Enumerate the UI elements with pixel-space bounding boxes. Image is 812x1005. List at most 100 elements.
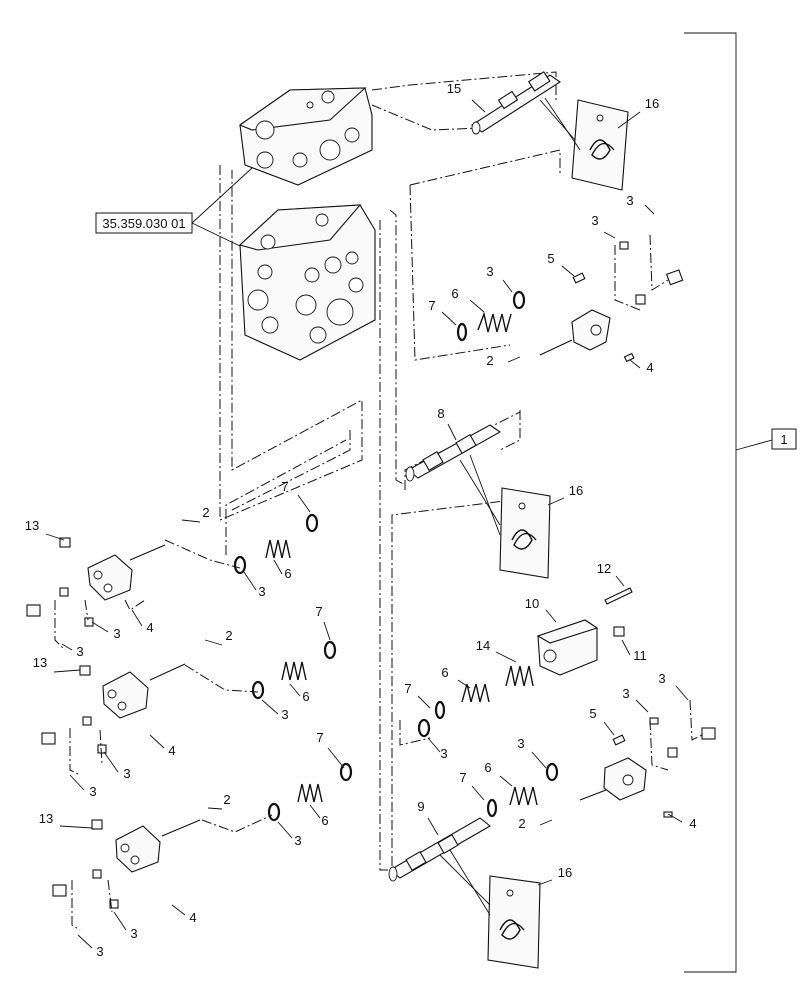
callout-7: 7 [281,479,311,513]
assembly-callout: 1 [780,432,787,447]
callout-label: 3 [626,193,633,208]
spring-top [456,290,526,342]
callout-leader [261,699,279,715]
callout-9: 9 [417,799,439,836]
callout-leader [447,423,457,441]
callout-label: 3 [517,736,524,751]
callout-6: 6 [441,665,471,689]
callout-label: 2 [486,353,493,368]
callout-3: 3 [261,699,289,722]
callout-label: 3 [658,671,665,686]
callout-3: 3 [91,621,121,641]
callout-4: 4 [149,734,176,758]
spool-9 [388,817,491,882]
valve-body-lower [238,204,376,361]
callout-10: 10 [525,596,557,623]
callout-label: 6 [441,665,448,680]
callout-leader [427,737,441,753]
callout-leader [617,111,641,129]
callout-leader [457,679,471,689]
callout-label: 7 [315,604,322,619]
callout-leader [181,519,201,523]
callout-16: 16 [537,865,572,886]
callout-2: 2 [207,792,231,810]
valve-body-upper [238,87,373,186]
callout-label: 4 [189,910,196,925]
callout-leader [309,804,321,819]
callout-12: 12 [597,561,625,587]
callout-leader [603,721,615,736]
callout-leader [547,497,565,506]
callout-label: 15 [447,81,461,96]
callout-7: 7 [316,730,345,769]
callout-leader [675,685,689,701]
callout-leader [561,265,575,277]
callout-4: 4 [667,813,697,831]
callout-label: 6 [451,286,458,301]
callout-label: 6 [484,760,491,775]
callout-3: 3 [622,686,649,713]
callout-label: 4 [168,743,175,758]
callout-leader [91,621,109,633]
callout-label: 3 [113,626,120,641]
callout-leader [629,359,641,369]
callout-4: 4 [171,904,197,925]
callout-label: 4 [646,360,653,375]
callout-3: 3 [243,571,266,599]
callout-label: 2 [225,628,232,643]
actuator-group-1 [26,513,319,627]
callout-label: 7 [316,730,323,745]
reference-code: 35.359.030 01 [102,216,185,231]
callout-3: 3 [113,911,138,941]
callout-label: 3 [281,707,288,722]
callout-label: 4 [689,816,696,831]
callout-3: 3 [517,736,547,769]
callout-leader [297,494,311,513]
callout-label: 6 [321,813,328,828]
callout-label: 3 [89,784,96,799]
callout-16: 16 [617,96,659,129]
callout-label: 7 [428,298,435,313]
callout-label: 11 [633,648,647,663]
callout-3: 3 [77,934,104,959]
reference-code-callout: 35.359.030 01 [95,167,253,247]
spring-group-middle [417,665,534,738]
solenoid-10 [536,587,633,676]
callout-leader [103,751,119,773]
callout-8: 8 [437,406,457,441]
callout-leader [667,813,683,823]
spool-8 [405,424,502,482]
callout-6: 6 [484,760,513,787]
callout-leader [289,683,301,697]
callout-label: 10 [525,596,539,611]
assembly-lines [219,71,561,871]
callout-leader [113,911,127,931]
callout-label: 16 [558,865,572,880]
callout-label: 3 [123,766,130,781]
callout-leader [471,99,486,113]
callout-leader [323,621,331,641]
callout-label: 6 [302,689,309,704]
callout-label: 4 [146,620,153,635]
callout-leader [273,559,283,575]
end-cap-top [539,241,684,363]
callout-3: 3 [591,213,616,239]
callout-leader [69,774,85,791]
end-cap-lower-right [579,717,716,818]
callout-4: 4 [131,609,154,635]
callout-leader [507,356,521,363]
callout-label: 2 [223,792,230,807]
callout-leader [149,734,165,749]
callout-7: 7 [404,681,431,709]
callout-leader [621,639,631,656]
callout-2: 2 [486,353,521,368]
callout-leader [502,279,513,293]
callout-2: 2 [204,628,233,646]
callout-label: 3 [96,944,103,959]
callout-label: 12 [597,561,611,576]
callout-leader [644,204,655,215]
callout-6: 6 [309,804,329,828]
